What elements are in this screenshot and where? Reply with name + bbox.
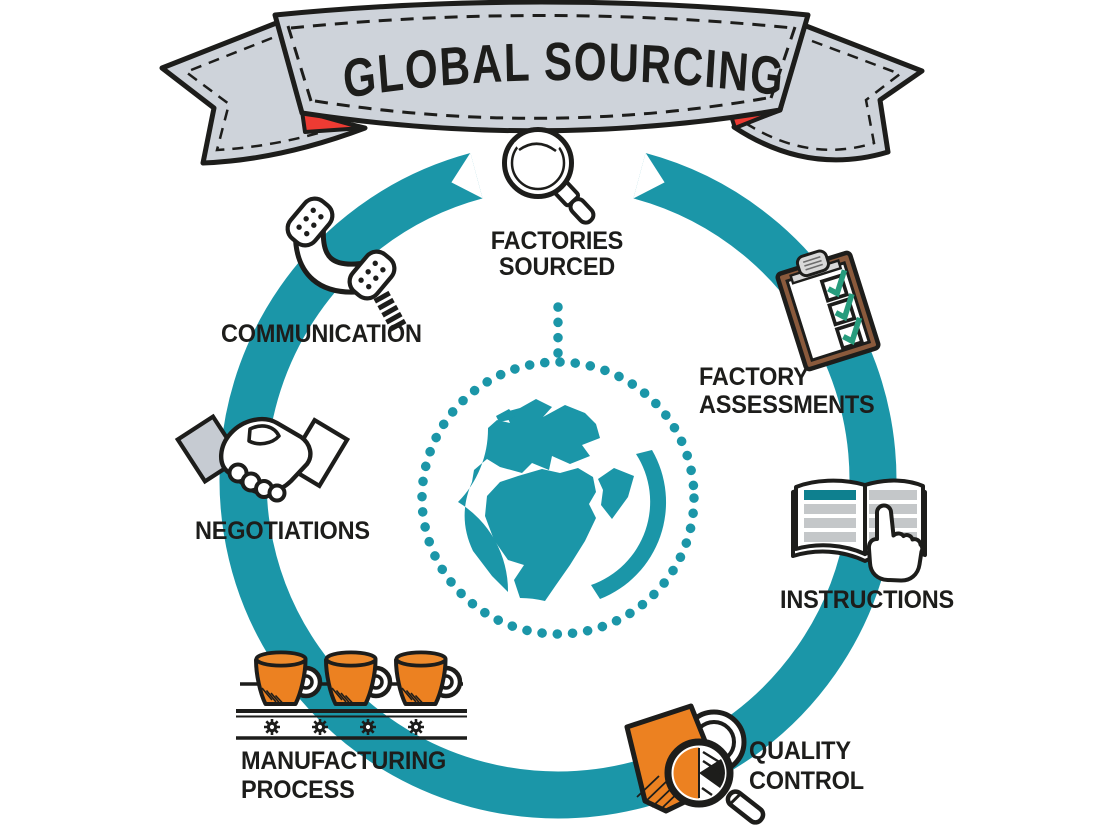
telephone-icon (285, 196, 407, 332)
mug-icon (396, 652, 460, 704)
gear-icon (262, 717, 282, 737)
label-manufacturing-process: MANUFACTURING PROCESS (241, 747, 447, 804)
label-instructions: INSTRUCTIONS (780, 586, 955, 614)
label-factories-sourced: FACTORIES SOURCED (490, 227, 624, 281)
ribbon-stitching (286, 14, 797, 120)
dotted-circle (417, 302, 699, 639)
label-negotiations: NEGOTIATIONS (195, 517, 370, 545)
handshake-icon (174, 413, 351, 503)
gear-icon (406, 717, 426, 737)
ribbon-band (272, 0, 811, 134)
title-ribbon: GLOBAL SOURCING (159, 0, 925, 166)
mug-icon (326, 652, 390, 704)
globe-icon (458, 399, 667, 601)
ribbon-tail-right (731, 21, 925, 163)
magnifier-icon (502, 127, 596, 225)
gear-icon (358, 717, 378, 737)
label-factory-assessments: FACTORY ASSESSMENTS (699, 363, 875, 419)
gear-icon (310, 717, 330, 737)
ring-end-notch-right (633, 152, 665, 199)
label-communication: COMMUNICATION (221, 320, 422, 348)
conveyor-mugs-icon (236, 652, 467, 740)
clipboard-checklist-icon (775, 249, 881, 372)
ring-end-notch-left (451, 152, 483, 199)
cycle-ring (219, 152, 897, 819)
checklist-items (819, 269, 865, 351)
open-book-hand-icon (791, 478, 927, 583)
label-quality-control: QUALITY CONTROL (749, 737, 864, 795)
fabric-magnifier-icon (624, 703, 766, 825)
phone-cord (373, 290, 407, 332)
handshake-fingers (227, 462, 287, 503)
pointing-hand-icon (866, 503, 925, 583)
